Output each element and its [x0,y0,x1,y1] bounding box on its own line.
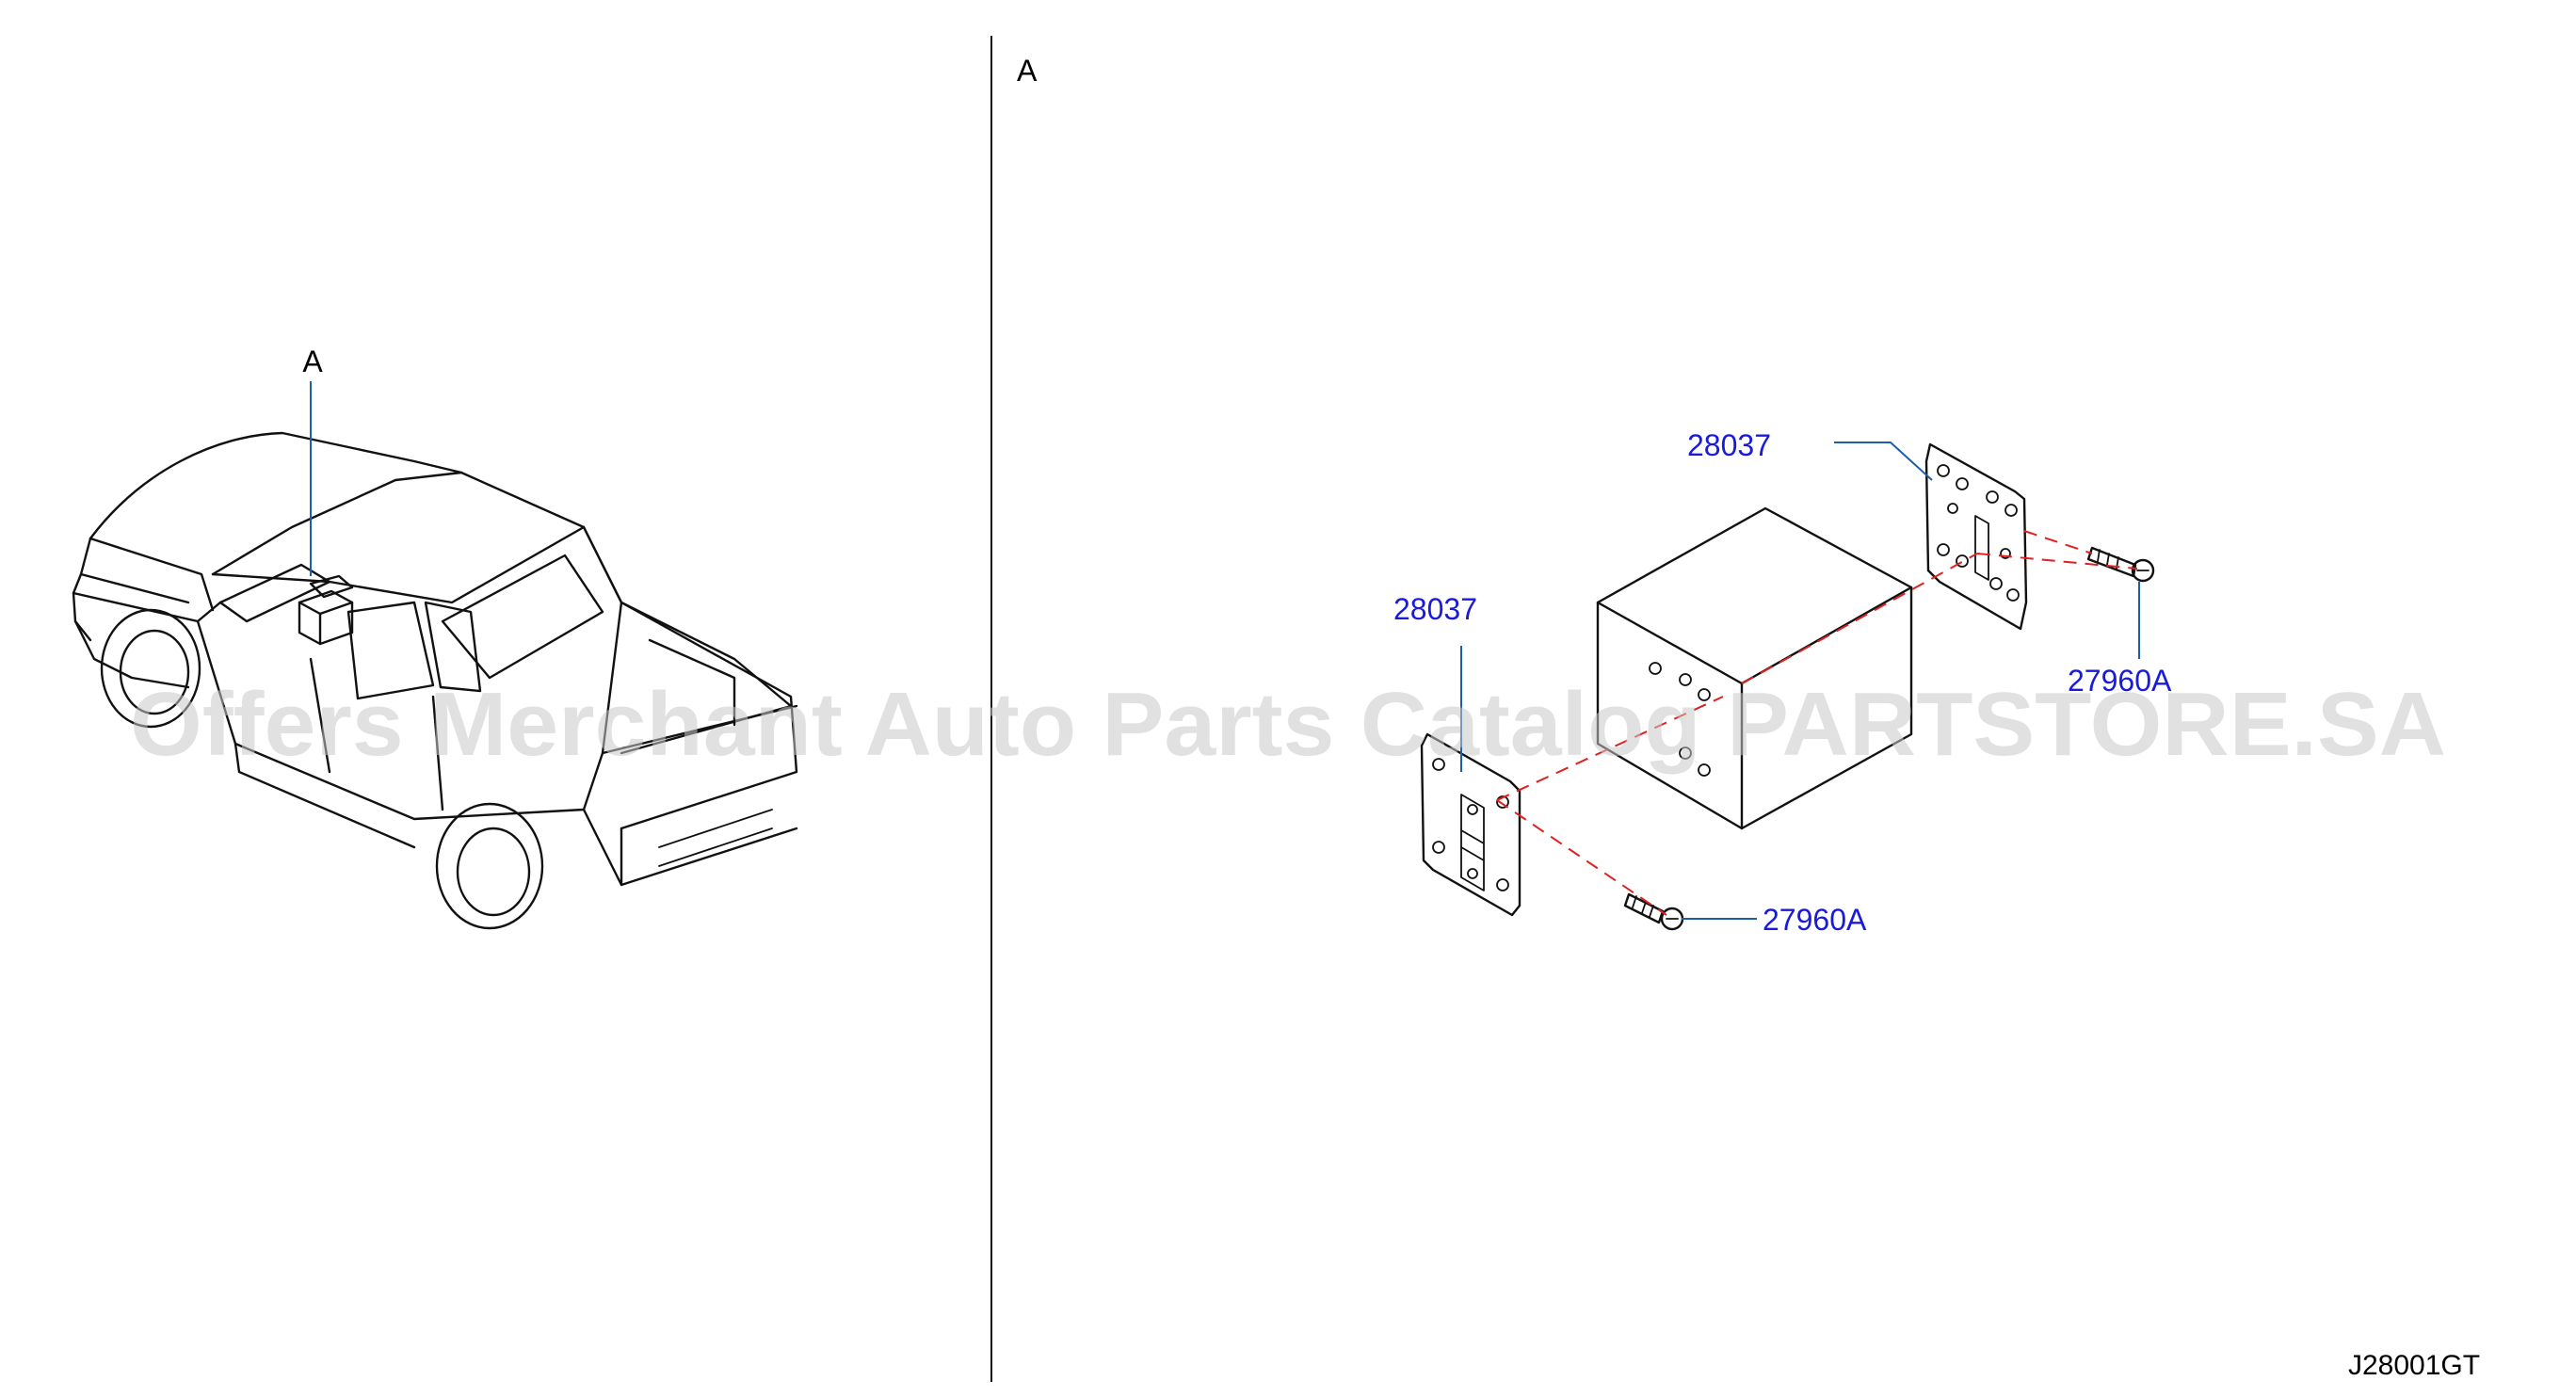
part-number-screw-right[interactable]: 27960A [2068,664,2172,698]
mounting-bracket-upper[interactable] [1924,442,2028,631]
callout-a-detail: A [1017,54,1038,88]
part-number-bracket-lower[interactable]: 28037 [1393,592,1477,626]
mounting-bracket-lower[interactable] [1420,732,1521,917]
watermark-text: Offers Merchant Auto Parts Catalog PARTS… [130,674,2446,775]
pickup-truck-illustration [72,431,798,930]
callout-a-vehicle[interactable]: A [302,345,323,378]
assembly-centerlines [1496,530,2138,916]
control-unit-box[interactable] [1596,506,1913,830]
leader-bracket-upper [1834,442,1933,481]
part-number-bracket-upper[interactable]: 28037 [1687,428,1771,462]
part-number-screw-lower[interactable]: 27960A [1763,903,1867,937]
screw-lower[interactable] [1623,892,1684,931]
diagram-code: J28001GT [2348,1350,2480,1381]
